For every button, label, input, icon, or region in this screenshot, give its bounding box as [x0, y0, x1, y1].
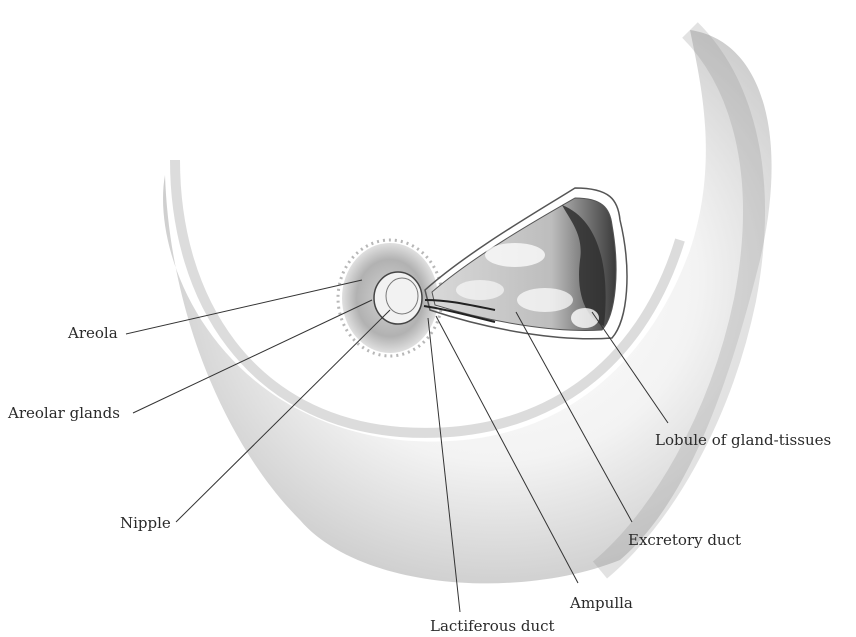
label-lactiferous-duct: Lactiferous duct — [430, 617, 555, 635]
nipple-shape — [374, 272, 422, 324]
label-areolar-glands: Areolar glands — [7, 404, 120, 422]
label-excretory-duct: Excretory duct — [628, 531, 741, 549]
label-nipple: Nipple — [120, 514, 171, 532]
leader-areola — [126, 280, 362, 334]
label-ampulla: Ampulla — [569, 594, 633, 612]
label-areola: Areola — [67, 324, 118, 342]
gland-lobe — [424, 188, 627, 339]
label-lobule: Lobule of gland-tissues — [655, 431, 831, 449]
